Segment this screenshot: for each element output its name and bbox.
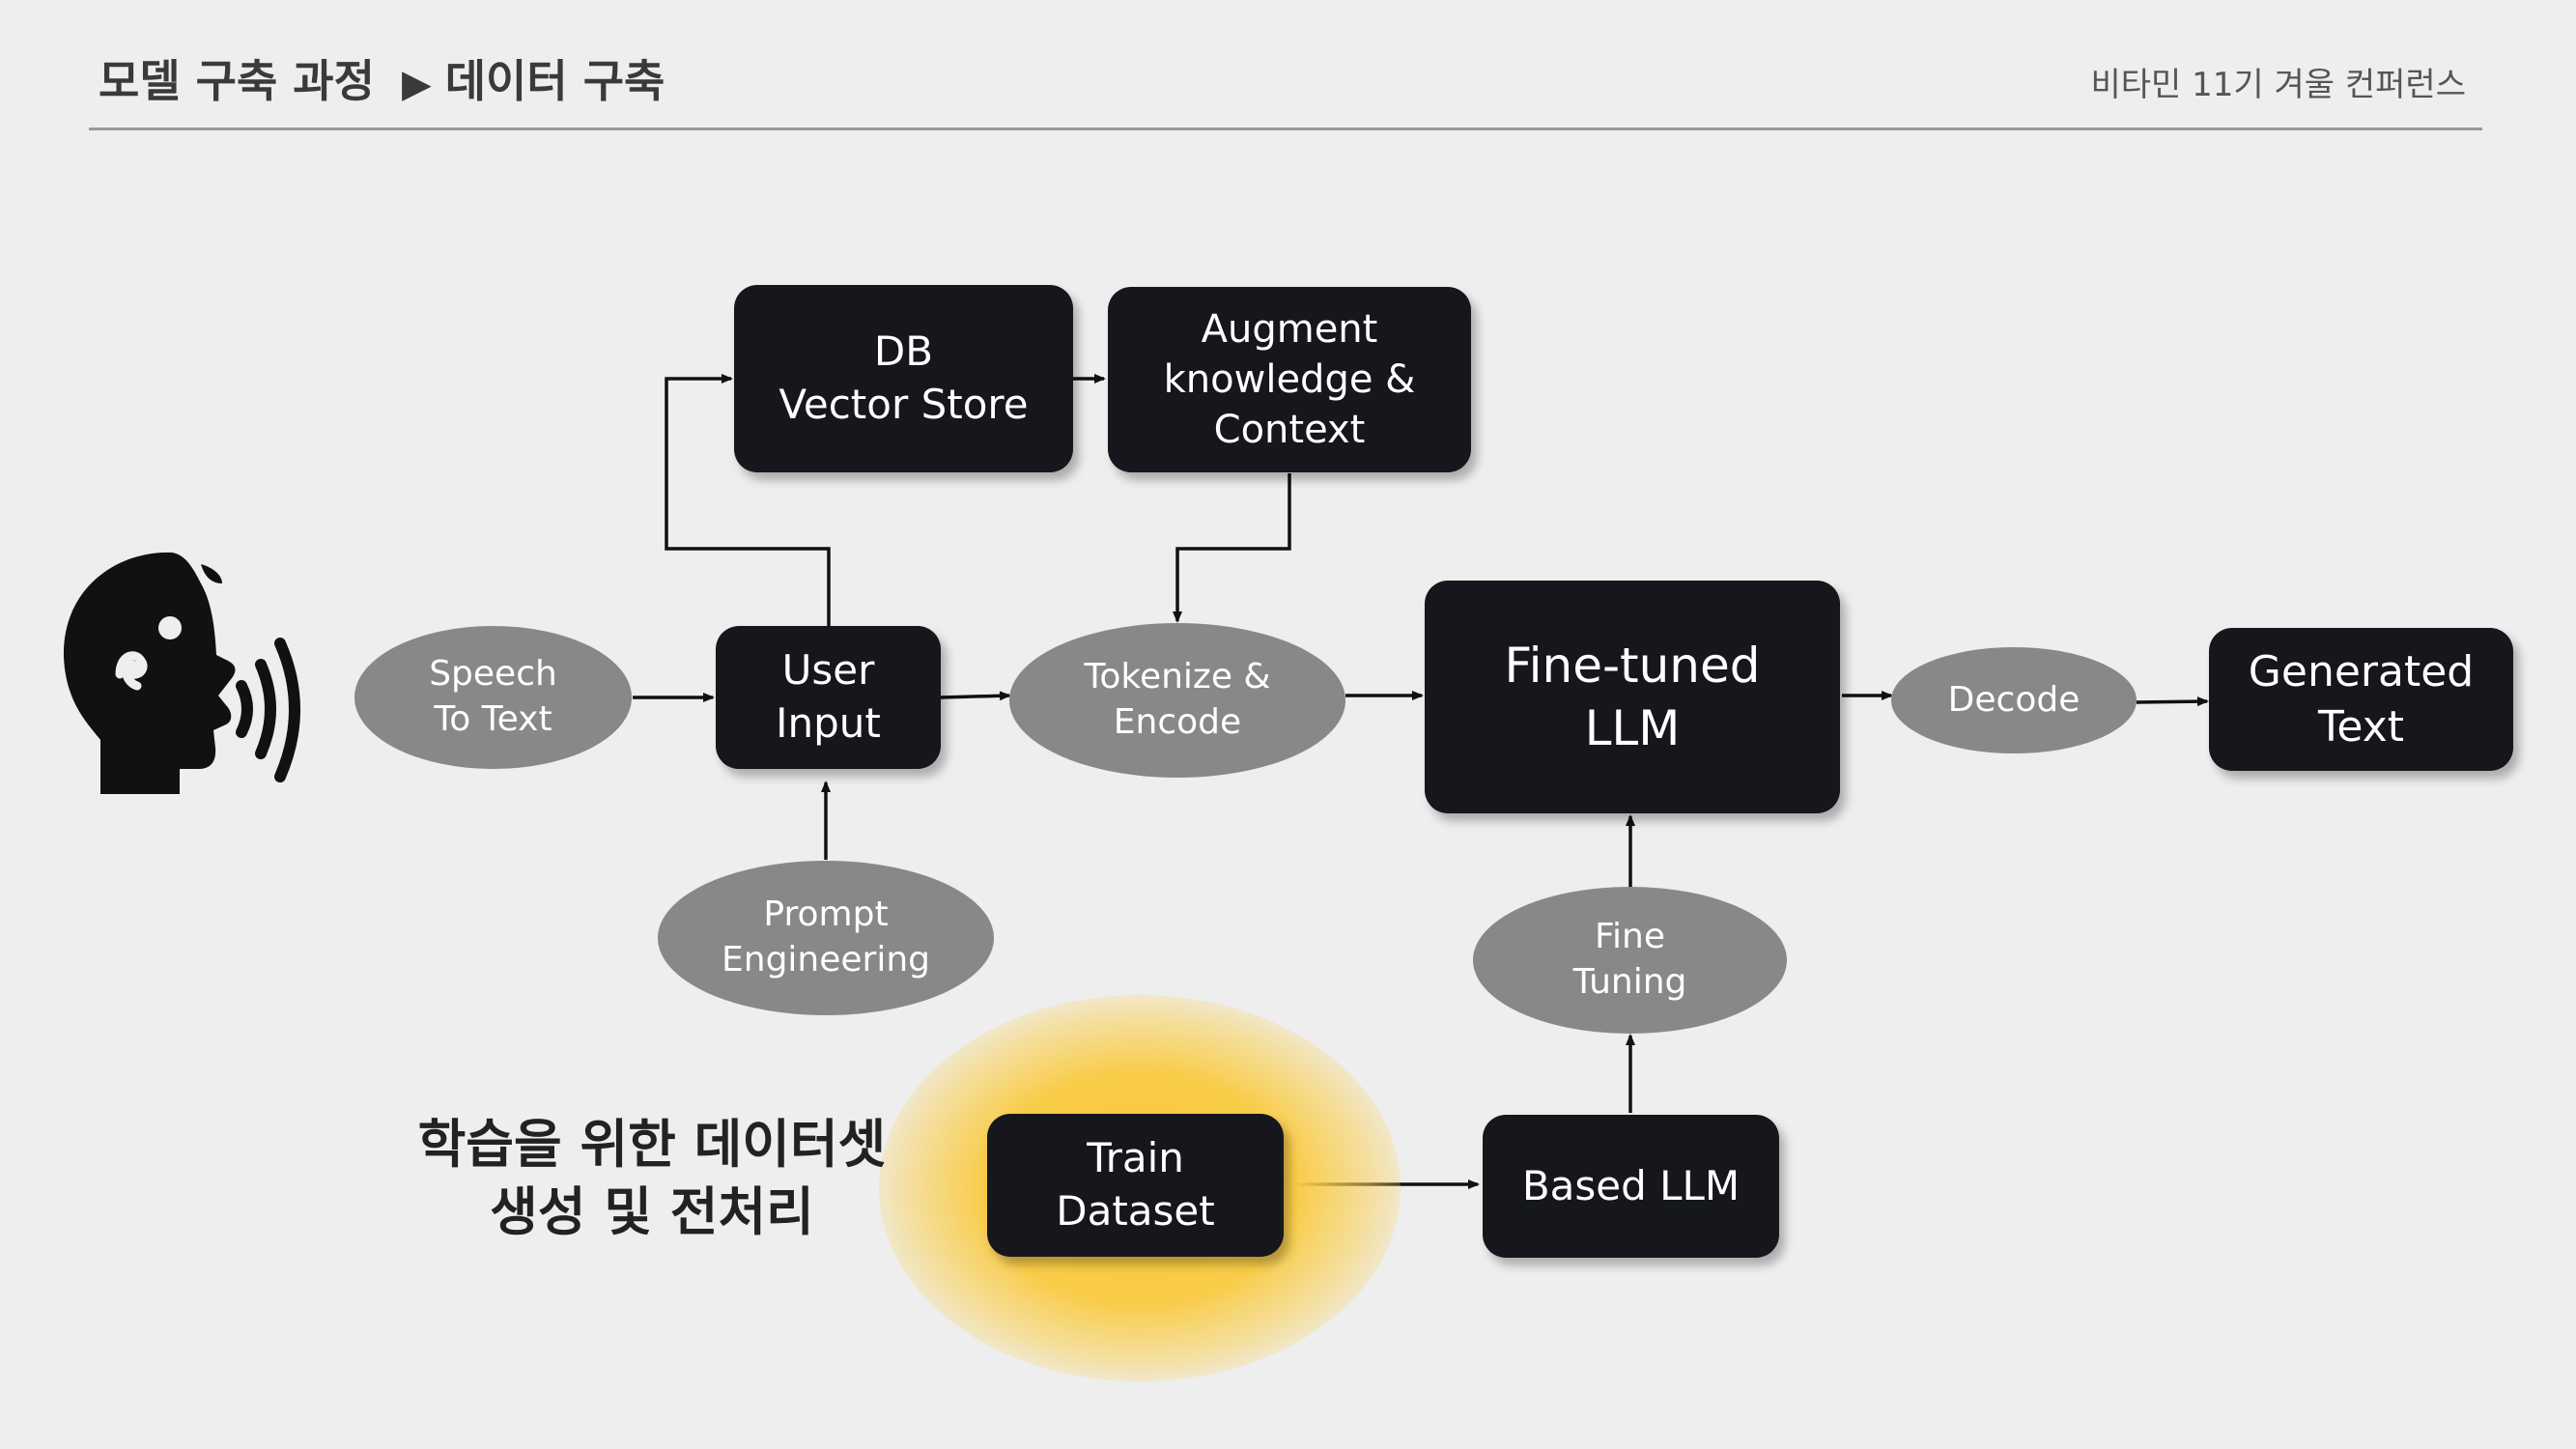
breadcrumb-arrow-icon: ▶ — [401, 62, 432, 106]
augment-knowledge-node: Augment knowledge & Context — [1108, 287, 1471, 472]
page-title: 모델 구축 과정 ▶ 데이터 구축 — [99, 46, 665, 110]
fine-tuning-node: Fine Tuning — [1473, 887, 1787, 1034]
prompt-engineering-node: Prompt Engineering — [658, 861, 994, 1015]
decode-node: Decode — [1891, 647, 2137, 753]
speaking-head-icon — [63, 552, 300, 794]
header-divider — [89, 128, 2482, 130]
dataset-annotation: 학습을 위한 데이터셋 생성 및 전처리 — [417, 1114, 887, 1243]
fine-tuned-llm-node: Fine-tuned LLM — [1425, 581, 1840, 813]
user-input-node: User Input — [716, 626, 941, 769]
section-title: 모델 구축 과정 — [99, 55, 375, 107]
conference-label: 비타민 11기 겨울 컨퍼런스 — [2090, 66, 2467, 104]
generated-text-node: Generated Text — [2209, 628, 2513, 771]
subsection-title: 데이터 구축 — [444, 55, 665, 107]
speech-to-text-node: Speech To Text — [354, 626, 632, 769]
db-vector-store-node: DB Vector Store — [734, 285, 1073, 472]
tokenize-encode-node: Tokenize & Encode — [1009, 623, 1345, 778]
based-llm-node: Based LLM — [1483, 1115, 1779, 1258]
train-dataset-node: Train Dataset — [987, 1114, 1284, 1257]
